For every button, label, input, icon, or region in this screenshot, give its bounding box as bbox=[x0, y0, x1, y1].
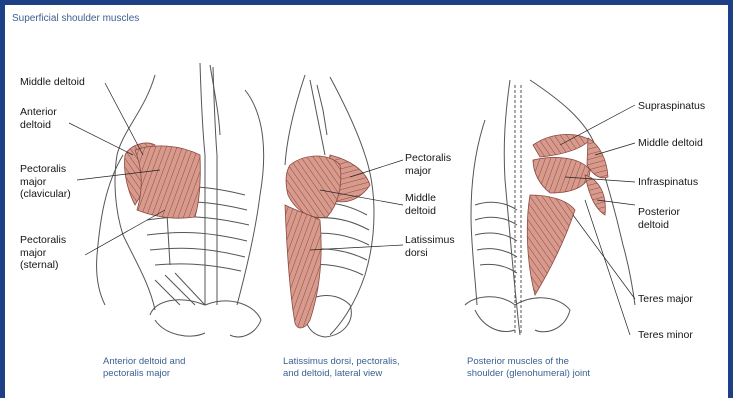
label-pectoralis-major-center: Pectoralis major bbox=[405, 152, 451, 177]
label-middle-deltoid-right: Middle deltoid bbox=[638, 137, 703, 150]
label-pectoralis-major-sternal: Pectoralis major (sternal) bbox=[20, 234, 66, 272]
infraspinatus-muscle bbox=[533, 157, 590, 193]
caption-anterior: Anterior deltoid and pectoralis major bbox=[103, 356, 185, 379]
label-middle-deltoid-left: Middle deltoid bbox=[20, 76, 85, 89]
anatomy-illustrations bbox=[5, 5, 728, 398]
label-latissimus-dorsi: Latissimus dorsi bbox=[405, 234, 455, 259]
pectoralis-major-muscle-left bbox=[135, 146, 200, 218]
latissimus-dorsi-muscle-center bbox=[285, 205, 321, 328]
label-posterior-deltoid: Posterior deltoid bbox=[638, 206, 680, 231]
supraspinatus-muscle bbox=[533, 134, 590, 157]
label-infraspinatus: Infraspinatus bbox=[638, 176, 698, 189]
label-teres-minor: Teres minor bbox=[638, 329, 693, 342]
label-pectoralis-major-clavicular: Pectoralis major (clavicular) bbox=[20, 163, 71, 201]
teres-latissimus-muscle bbox=[527, 195, 575, 295]
label-teres-major: Teres major bbox=[638, 293, 693, 306]
figure-frame: Superficial shoulder muscles bbox=[5, 5, 728, 398]
caption-posterior: Posterior muscles of the shoulder (gleno… bbox=[467, 356, 590, 379]
middle-deltoid-muscle-center bbox=[286, 156, 341, 218]
caption-lateral: Latissimus dorsi, pectoralis, and deltoi… bbox=[283, 356, 400, 379]
label-middle-deltoid-center: Middle deltoid bbox=[405, 192, 436, 217]
label-anterior-deltoid: Anterior deltoid bbox=[20, 106, 57, 131]
label-supraspinatus: Supraspinatus bbox=[638, 100, 705, 113]
